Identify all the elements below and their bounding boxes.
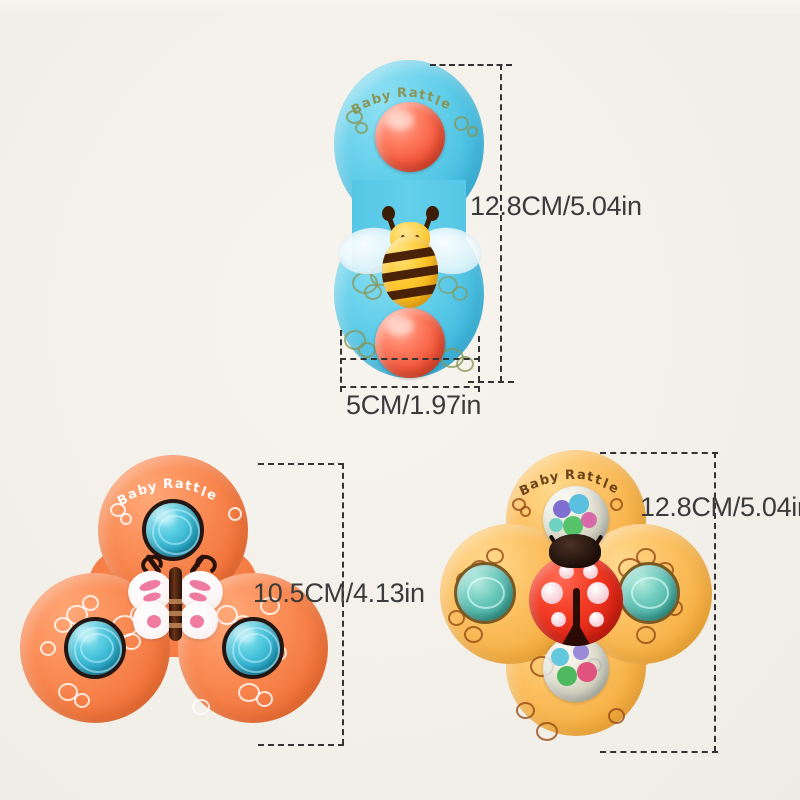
doodle-icon — [54, 617, 72, 633]
butterfly-height-cap-top — [258, 463, 344, 465]
doodle-icon — [454, 116, 469, 131]
bee-rattle-dome-top[interactable] — [375, 102, 445, 172]
doodle-icon — [40, 641, 56, 656]
ladybug-wing-split — [573, 588, 580, 646]
doodle-icon — [110, 503, 126, 517]
doodle-icon — [448, 610, 465, 626]
doodle-icon — [344, 330, 366, 350]
ladybug-spot — [551, 612, 566, 627]
butterfly-button-top[interactable] — [142, 499, 204, 561]
bee-width-line — [340, 386, 480, 388]
doodle-icon — [120, 513, 132, 525]
bee-height-label: 12.8CM/5.04in — [470, 191, 642, 221]
doodle-icon — [516, 702, 535, 719]
bead — [581, 512, 597, 528]
doodle-icon — [192, 699, 210, 715]
doodle-icon — [358, 342, 376, 358]
doodle-icon — [467, 126, 478, 137]
bead — [569, 494, 589, 514]
doodle-icon — [610, 498, 623, 511]
bee-height-cap-top — [430, 64, 512, 66]
bee-stripe — [382, 262, 438, 285]
doodle-icon — [364, 284, 382, 300]
bee-width-label: 5CM/1.97in — [346, 390, 482, 420]
ladybug-height-cap-bottom — [600, 751, 718, 753]
doodle-icon — [228, 507, 242, 521]
doodle-icon — [452, 286, 468, 301]
top-edge-strip — [0, 0, 800, 14]
bee-width-ext-right — [478, 336, 480, 392]
ladybug-shell — [529, 554, 623, 646]
butterfly-button-bottom-left[interactable] — [64, 617, 126, 679]
bee-stripe — [382, 281, 438, 304]
doodle-icon — [536, 722, 558, 741]
bead — [551, 648, 569, 666]
bead — [577, 662, 597, 682]
butterfly-character[interactable] — [123, 552, 228, 645]
ladybug-height-line — [714, 452, 716, 752]
doodle-icon — [456, 356, 474, 372]
bee-stripe — [382, 243, 438, 266]
butterfly-wing-dot — [147, 615, 161, 628]
bead — [557, 666, 577, 686]
ladybug-spot — [583, 564, 598, 579]
doodle-icon — [520, 506, 531, 517]
doodle-icon — [260, 597, 280, 615]
doodle-icon — [512, 498, 526, 511]
bee-width-tieline — [340, 358, 480, 360]
bead — [549, 518, 563, 532]
bee-antenna-tip-right — [426, 206, 439, 221]
butterfly-body-stripe — [169, 611, 182, 616]
butterfly-wing-dot — [190, 615, 204, 628]
bee-width-ext-left — [340, 330, 342, 392]
ladybug-height-cap-top — [600, 452, 718, 454]
butterfly-height-line — [342, 463, 344, 745]
bee-height-cap-bottom — [468, 381, 514, 383]
bee-abdomen — [382, 236, 438, 308]
ladybug-spot — [587, 582, 609, 604]
butterfly-body-stripe — [169, 623, 182, 628]
ladybug-height-label: 12.8CM/5.04in — [640, 492, 800, 522]
etch-icon — [232, 627, 280, 673]
etch-icon — [631, 577, 669, 609]
ladybug-button-left[interactable] — [454, 562, 516, 624]
butterfly-height-cap-bottom — [258, 744, 344, 746]
doodle-icon — [58, 683, 78, 701]
bead — [573, 644, 589, 660]
bead — [553, 500, 571, 518]
doodle-icon — [256, 691, 273, 707]
ladybug-head — [549, 534, 601, 568]
ladybug-character[interactable] — [525, 534, 627, 650]
doodle-icon — [464, 626, 483, 643]
etch-icon — [74, 627, 122, 673]
butterfly-body — [169, 567, 182, 641]
etch-icon — [152, 509, 200, 555]
butterfly-height-label: 10.5CM/4.13in — [253, 578, 425, 608]
bee-height-line — [500, 64, 502, 382]
ladybug-spot — [541, 582, 563, 604]
bee-character[interactable] — [378, 206, 442, 308]
butterfly-body-stripe — [169, 599, 182, 604]
doodle-icon — [636, 626, 656, 644]
bee-antenna-tip-left — [382, 206, 395, 221]
ladybug-button-right[interactable] — [618, 562, 680, 624]
doodle-icon — [355, 122, 368, 134]
doodle-icon — [82, 595, 99, 611]
butterfly-button-bottom-right[interactable] — [222, 617, 284, 679]
doodle-icon — [608, 708, 625, 724]
doodle-icon — [74, 693, 90, 708]
doodle-icon — [346, 110, 363, 124]
bead — [563, 516, 583, 536]
bee-rattle-dome-bottom[interactable] — [375, 308, 445, 378]
ladybug-bead-dome-bottom[interactable] — [543, 636, 609, 702]
doodle-icon — [438, 276, 458, 294]
etch-icon — [467, 577, 505, 609]
ladybug-spot — [589, 612, 604, 627]
